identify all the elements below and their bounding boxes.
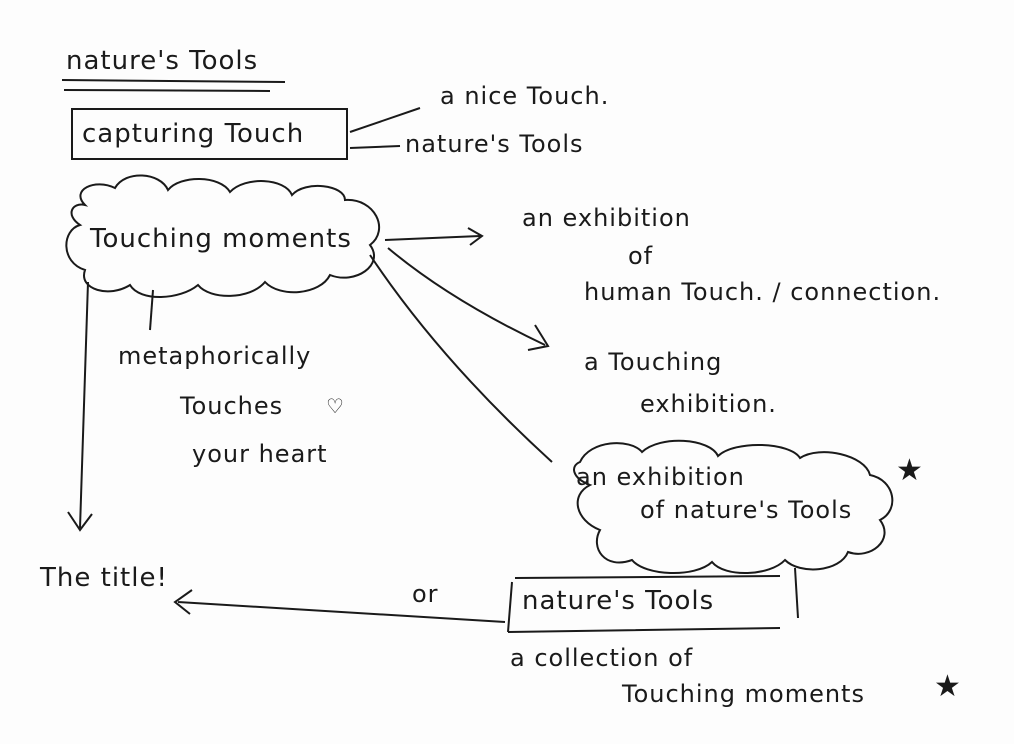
or-label: or — [412, 580, 439, 608]
arrow-to-touching-exhibition — [387, 247, 550, 351]
title-label: The title! — [40, 563, 168, 593]
capturing-touch-label: capturing Touch — [82, 119, 305, 149]
star-icon-bottom: ★ — [934, 669, 962, 704]
arrow-to-title — [67, 281, 93, 532]
heart-icon: ♡ — [326, 394, 345, 418]
metaphor-line-2: Touches — [180, 392, 284, 420]
arrow-back-to-title — [173, 589, 506, 623]
touching-exhibition-line-2: exhibition. — [640, 390, 777, 418]
cloud-left-label: Touching moments — [90, 224, 352, 254]
final-box-border — [507, 567, 799, 633]
metaphor-line-3: your heart — [192, 440, 328, 468]
exhibition-line-2: of — [628, 242, 654, 270]
line-to-right-cloud — [369, 254, 553, 463]
star-icon: ★ — [896, 453, 924, 488]
title-underline — [61, 79, 286, 92]
note-nice-touch: a nice Touch. — [440, 82, 610, 110]
connector-natures-tools — [349, 145, 401, 149]
capturing-box-border — [71, 108, 348, 160]
note-natures-tools: nature's Tools — [405, 130, 584, 158]
connector-nice-touch — [349, 107, 421, 133]
exhibition-line-1: an exhibition — [522, 204, 691, 232]
line-to-metaphor — [149, 289, 154, 331]
metaphor-line-1: metaphorically — [118, 342, 312, 370]
cloud-right-line-1: an exhibition — [576, 463, 745, 491]
arrow-to-exhibition — [384, 227, 484, 246]
diagram-title: nature's Tools — [66, 46, 259, 76]
collection-line-1: a collection of — [510, 644, 694, 672]
final-box-label: nature's Tools — [522, 586, 715, 616]
exhibition-line-3: human Touch. / connection. — [584, 278, 942, 306]
collection-line-2: Touching moments — [622, 680, 865, 708]
cloud-right-shape — [573, 439, 894, 574]
cloud-right-line-2: of nature's Tools — [640, 496, 853, 524]
touching-exhibition-line-1: a Touching — [584, 348, 723, 376]
